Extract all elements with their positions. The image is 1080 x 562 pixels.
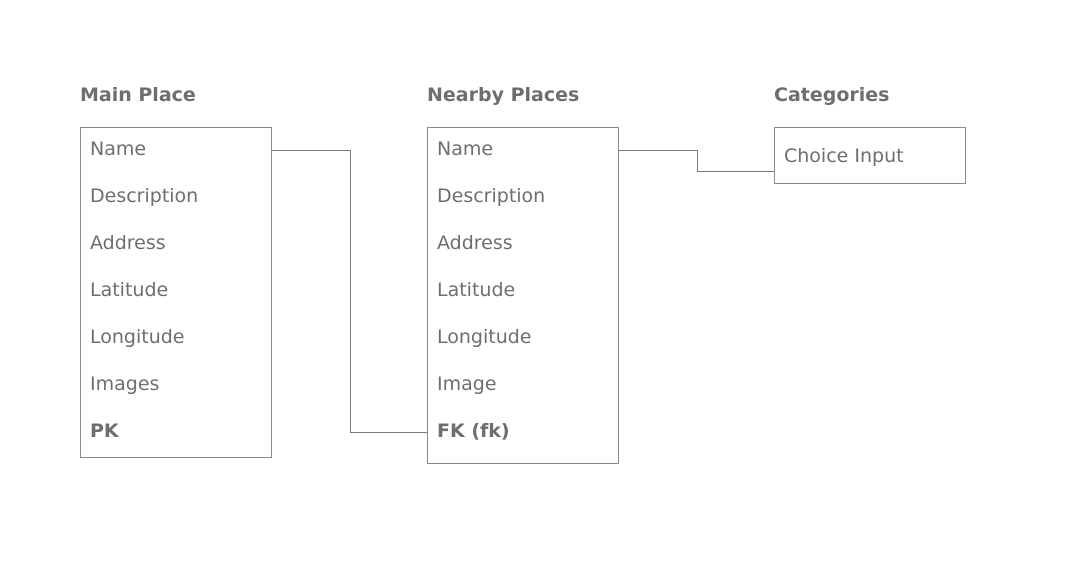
entity-title-nearby-places: Nearby Places	[427, 84, 580, 106]
field-address: Address	[90, 232, 166, 254]
field-choice-input: Choice Input	[784, 145, 904, 167]
connector-mainplace-to-nearbyplaces	[272, 150, 427, 433]
field-name: Name	[437, 138, 494, 160]
entity-categories[interactable]: Choice Input	[774, 127, 966, 184]
field-latitude: Latitude	[90, 279, 169, 301]
field-longitude: Longitude	[90, 326, 185, 348]
entity-title-categories: Categories	[774, 84, 890, 106]
field-images: Images	[90, 373, 160, 395]
field-description: Description	[437, 185, 546, 207]
field-name: Name	[90, 138, 147, 160]
field-primary-key: PK	[90, 420, 119, 442]
field-description: Description	[90, 185, 199, 207]
connector-nearbyplaces-to-categories	[619, 150, 774, 172]
field-latitude: Latitude	[437, 279, 516, 301]
field-longitude: Longitude	[437, 326, 532, 348]
field-address: Address	[437, 232, 513, 254]
entity-main-place[interactable]: Name Description Address Latitude Longit…	[80, 127, 272, 458]
field-foreign-key: FK (fk)	[437, 420, 510, 442]
field-image: Image	[437, 373, 497, 395]
entity-nearby-places[interactable]: Name Description Address Latitude Longit…	[427, 127, 619, 464]
entity-title-main-place: Main Place	[80, 84, 196, 106]
